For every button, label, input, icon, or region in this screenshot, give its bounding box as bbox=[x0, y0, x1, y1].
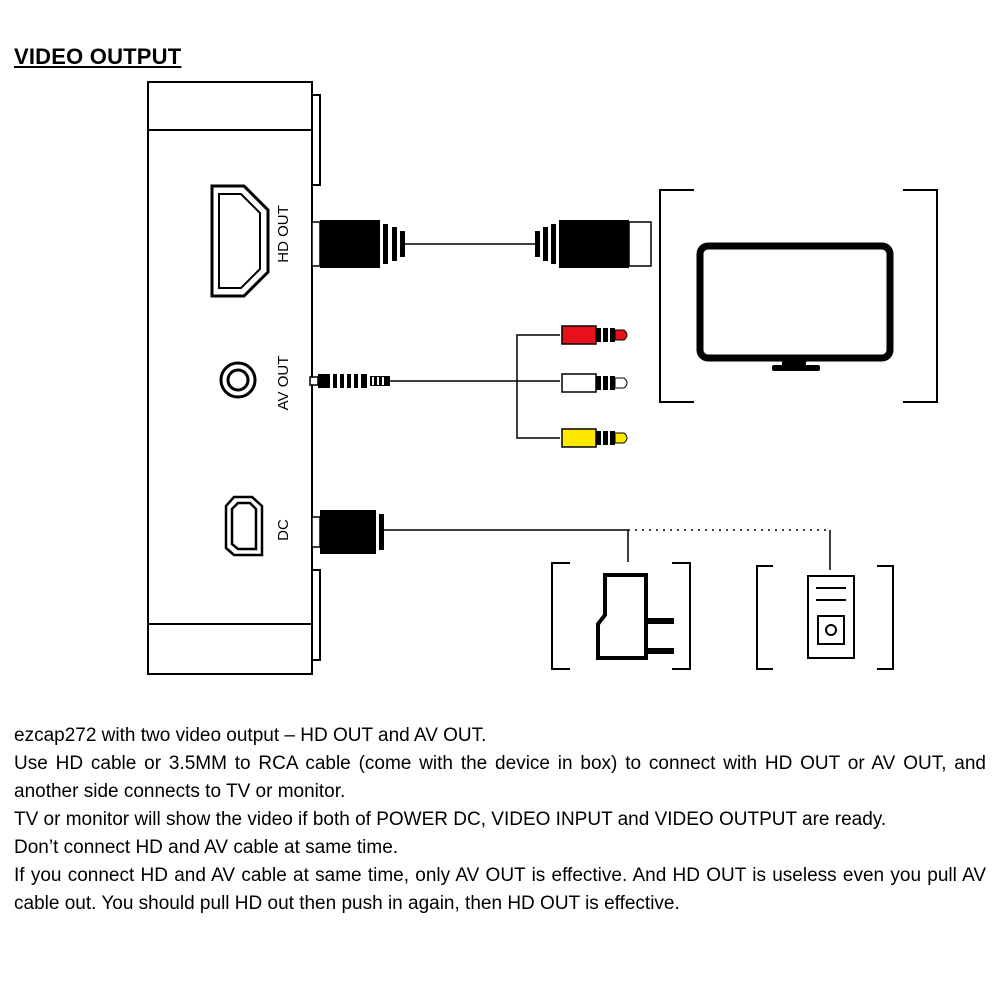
hdmi-port-icon bbox=[210, 184, 270, 298]
description-line: TV or monitor will show the video if bot… bbox=[14, 809, 887, 830]
power-adapter-icon bbox=[596, 573, 674, 660]
av-jack-icon bbox=[219, 361, 257, 399]
description-line: ezcap272 with two video output – HD OUT … bbox=[14, 725, 487, 746]
description-line: If you connect HD and AV cable at same t… bbox=[14, 865, 986, 914]
rca-yellow-plug bbox=[561, 428, 628, 448]
computer-tower-icon bbox=[807, 575, 855, 659]
av-out-label: AV OUT bbox=[275, 356, 292, 411]
page-title: VIDEO OUTPUT bbox=[14, 44, 182, 69]
hd-cable bbox=[311, 220, 652, 268]
tv-bracket bbox=[659, 189, 938, 403]
connection-diagram: HD OUT AV OUT DC bbox=[147, 81, 938, 675]
dc-label: DC bbox=[275, 519, 292, 541]
tv-monitor-icon bbox=[696, 242, 894, 371]
adapter-bracket bbox=[551, 562, 691, 670]
dc-cable bbox=[311, 510, 831, 570]
av-cable bbox=[309, 334, 560, 439]
description-line: Don’t connect HD and AV cable at same ti… bbox=[14, 837, 399, 858]
description: ezcap272 with two video output – HD OUT … bbox=[14, 722, 986, 918]
device-body bbox=[147, 81, 321, 675]
rca-white-plug bbox=[561, 373, 628, 393]
mini-usb-port-icon bbox=[224, 495, 264, 557]
computer-bracket bbox=[756, 565, 894, 670]
rca-red-plug bbox=[561, 325, 628, 345]
hd-out-label: HD OUT bbox=[275, 205, 292, 263]
description-line: Use HD cable or 3.5MM to RCA cable (come… bbox=[14, 753, 986, 802]
